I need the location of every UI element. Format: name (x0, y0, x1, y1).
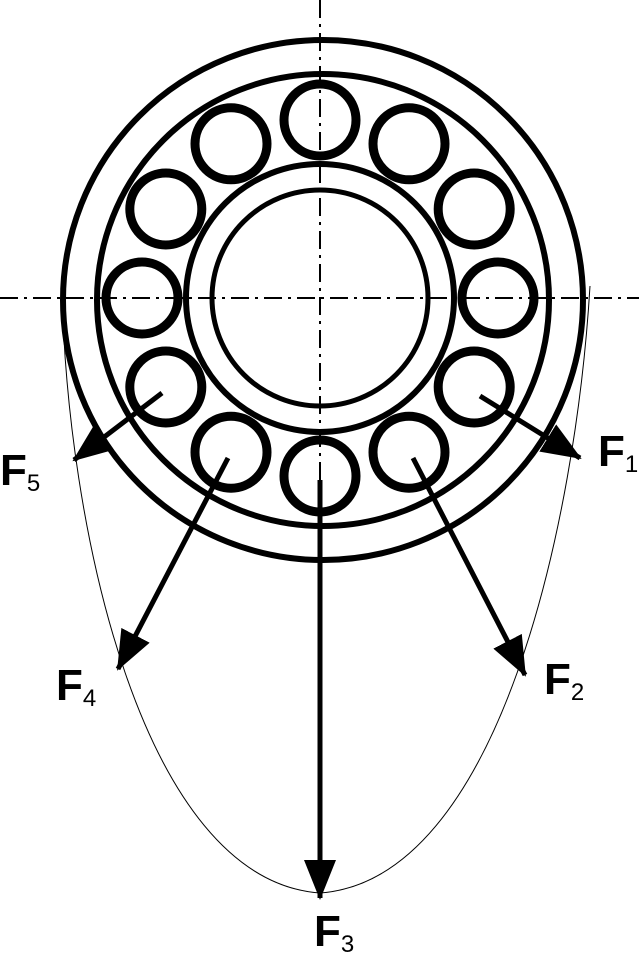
rolling-element (368, 411, 450, 493)
inner-ring-bore (209, 187, 431, 409)
label-f2: F2 (544, 655, 584, 706)
force-arrow-f1 (478, 393, 582, 461)
rolling-element (125, 346, 207, 428)
force-arrow-f4 (115, 456, 231, 671)
rolling-element (279, 79, 361, 161)
rolling-element (190, 411, 272, 493)
outer-ring-outer-edge (60, 37, 586, 563)
inner-ring-outer-edge (183, 161, 457, 435)
force-labels: F1 F2 F3 F4 F5 (0, 427, 638, 958)
rolling-element (433, 168, 515, 250)
rolling-element (190, 103, 272, 185)
label-f5: F5 (0, 446, 40, 497)
force-arrow-f5 (72, 391, 164, 462)
force-arrow-f2 (410, 456, 528, 677)
label-f1: F1 (598, 427, 638, 478)
label-f4: F4 (56, 661, 96, 712)
force-arrows (72, 391, 582, 900)
rolling-element (457, 257, 539, 339)
label-f3: F3 (314, 907, 354, 958)
rolling-element (101, 257, 183, 339)
outer-ring-inner-edge (94, 71, 552, 529)
rolling-element (125, 168, 207, 250)
rolling-element (368, 103, 450, 185)
rolling-elements (101, 79, 539, 517)
rolling-element (433, 346, 515, 428)
